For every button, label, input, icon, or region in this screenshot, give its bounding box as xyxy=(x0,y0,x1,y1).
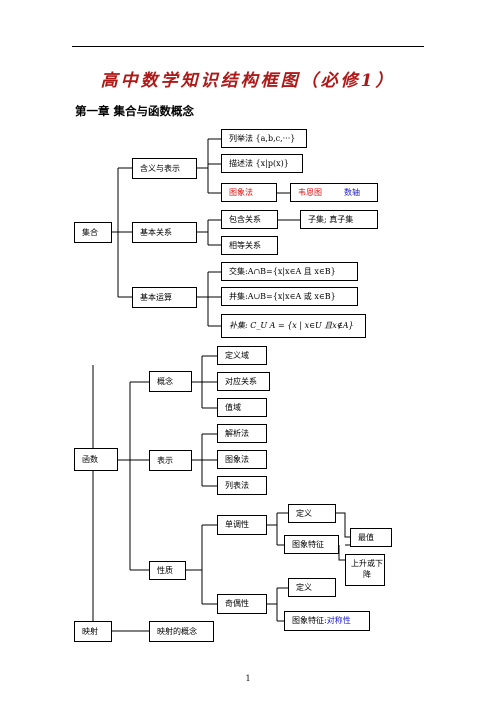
node-graph-method-2: 图象法 xyxy=(217,450,267,469)
header-rule xyxy=(72,46,424,47)
node-subset: 子集; 真子集 xyxy=(300,210,378,229)
node-analytic: 解析法 xyxy=(217,424,267,443)
node-range: 值域 xyxy=(217,398,267,417)
node-correspondence: 对应关系 xyxy=(217,372,270,391)
node-parity: 奇偶性 xyxy=(217,594,267,614)
node-representation: 表示 xyxy=(149,450,192,471)
node-mapping-concept: 映射的概念 xyxy=(149,621,214,642)
symmetry-label: 对称性 xyxy=(326,616,351,626)
node-intersection: 交集:A∩B={x|x∈A 且 x∈B} xyxy=(221,262,358,281)
node-concept: 概念 xyxy=(149,371,192,392)
node-description: 描述法 {x|p(x)} xyxy=(221,154,303,173)
node-meaning-representation: 含义与表示 xyxy=(132,158,197,179)
page-number: 1 xyxy=(245,674,251,683)
node-domain: 定义域 xyxy=(217,346,267,365)
node-venn-numberline: 韦恩图 数轴 xyxy=(290,183,378,202)
node-extremum: 最值 xyxy=(350,528,392,547)
node-table-method: 列表法 xyxy=(217,476,267,495)
node-basic-relations: 基本关系 xyxy=(132,222,197,243)
document-title: 高中数学知识结构框图（必修1） xyxy=(100,71,396,91)
node-graph-method: 图象法 xyxy=(221,183,277,202)
node-properties: 性质 xyxy=(149,561,186,580)
node-enumeration: 列举法 {a,b,c,···} xyxy=(221,129,307,148)
node-inclusion: 包含关系 xyxy=(221,210,278,229)
graph-feature-label: 图象特征: xyxy=(292,616,327,626)
node-monotonicity: 单调性 xyxy=(217,515,267,535)
number-line-label: 数轴 xyxy=(344,187,360,197)
node-rise-fall: 上升或下降 xyxy=(345,554,385,586)
node-union: 并集:A∪B={x|x∈A 或 x∈B} xyxy=(221,287,358,306)
node-graph-feature-1: 图象特征 xyxy=(284,535,339,554)
node-basic-operations: 基本运算 xyxy=(132,287,197,308)
node-definition-2: 定义 xyxy=(288,578,336,597)
node-set: 集合 xyxy=(74,222,112,243)
node-complement: 补集: C_U A = {x | x∈U 且x∉A} xyxy=(221,314,366,338)
node-definition-1: 定义 xyxy=(288,504,336,523)
node-graph-feature-2: 图象特征: 对称性 xyxy=(284,611,370,631)
node-mapping: 映射 xyxy=(74,621,112,642)
node-equality: 相等关系 xyxy=(221,236,278,255)
node-function: 函数 xyxy=(74,448,118,471)
chapter-heading: 第一章 集合与函数概念 xyxy=(75,104,195,118)
venn-diagram-label: 韦恩图 xyxy=(298,187,322,197)
